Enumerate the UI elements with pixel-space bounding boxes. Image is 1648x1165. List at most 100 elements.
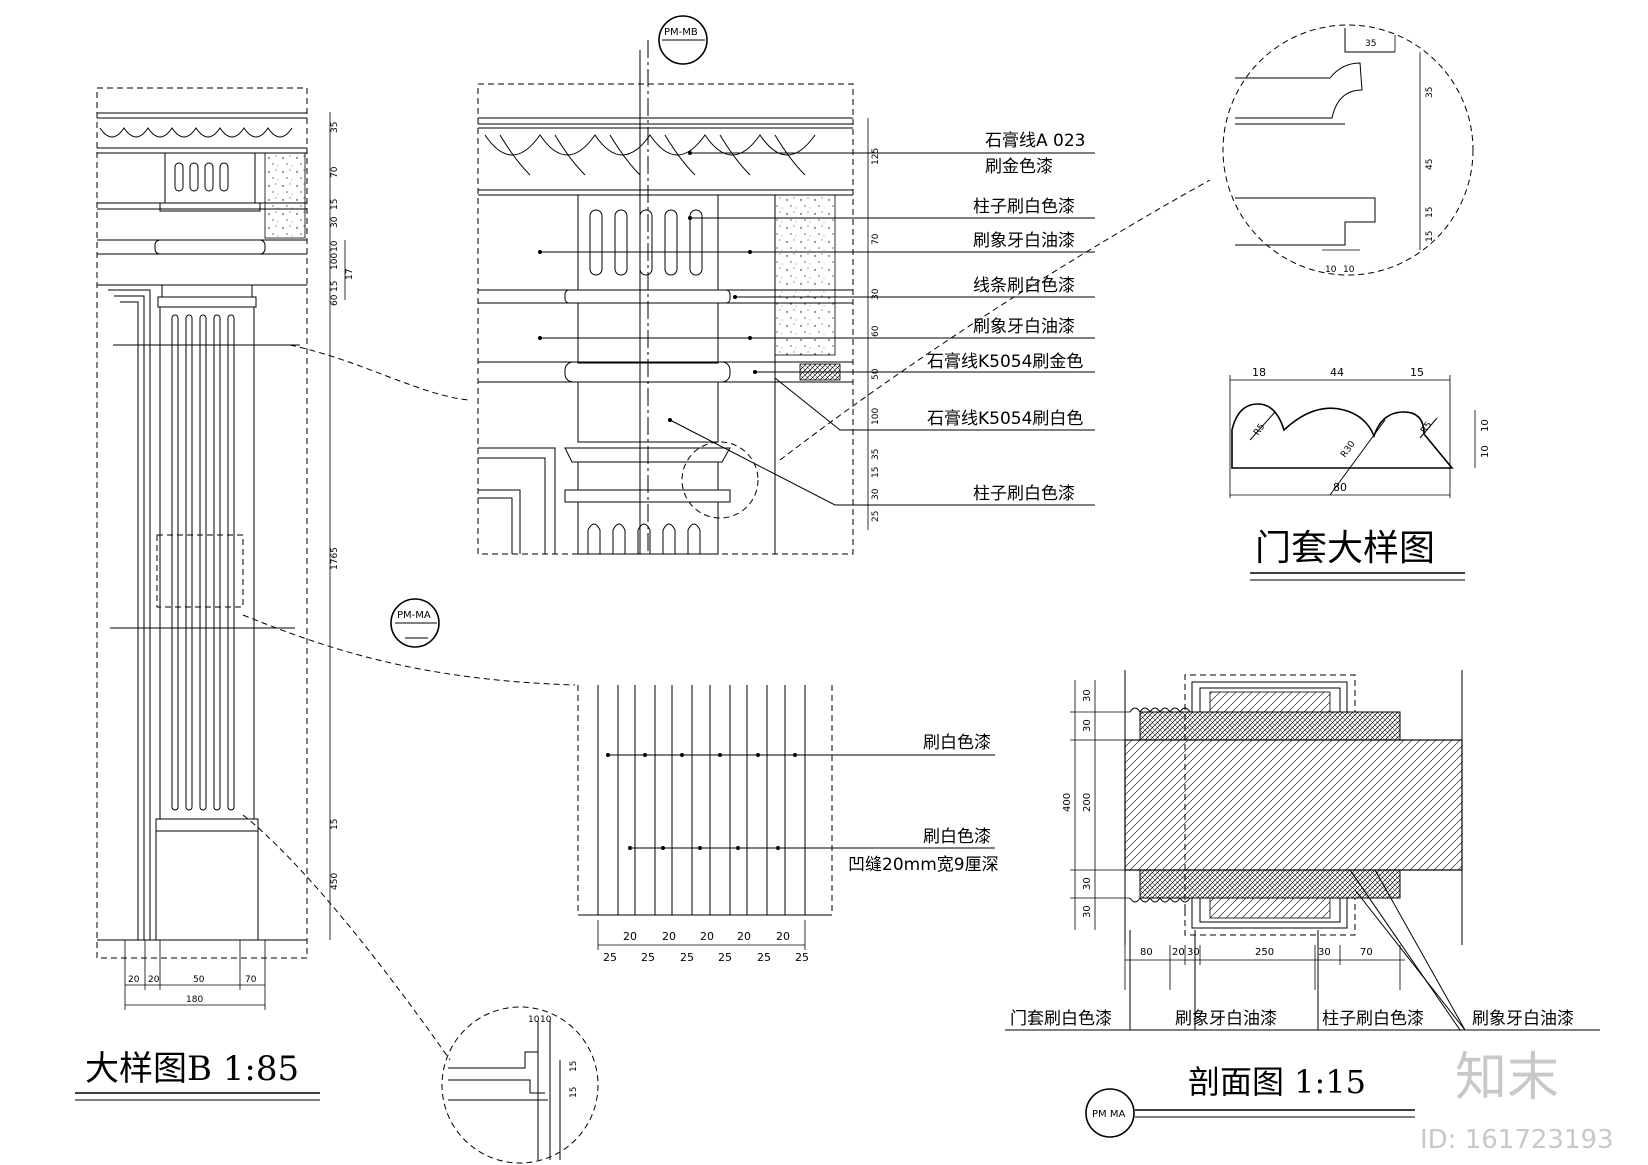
leader-curve <box>779 179 1211 461</box>
base-detail-circle: 10 10 15 15 <box>441 1006 599 1164</box>
dim-text: 10 <box>540 1015 552 1025</box>
dim-text: 44 <box>1330 366 1344 379</box>
dim-text: 60 <box>871 325 881 337</box>
watermark-logo: 知末 <box>1455 1048 1559 1108</box>
dim-text: 25 <box>871 511 881 522</box>
detail-b-title-text: 大样图B 1:85 <box>85 1049 299 1089</box>
dim-text: 15 <box>330 819 340 830</box>
dim-text: 35 <box>871 449 881 460</box>
dim-text: 15 <box>330 199 340 210</box>
leader-curve <box>242 814 451 1061</box>
dim-text: 1765 <box>330 547 340 570</box>
dim-text: 50 <box>193 975 205 985</box>
dim-text: 30 <box>1082 905 1093 918</box>
dim-text: 30 <box>871 288 881 300</box>
dim-text: 80 <box>1140 947 1153 958</box>
main-flutes <box>171 314 235 811</box>
dim-text: 100 <box>330 253 340 270</box>
column-dims-bottom: 20 20 50 70 180 <box>124 940 266 1010</box>
dim-text: 450 <box>330 873 340 890</box>
dim-text: 35 <box>330 122 340 133</box>
door-profile-detail: 18 44 15 10 10 R5 R30 R5 80 <box>1229 366 1491 498</box>
dim-text: 20 <box>700 930 714 943</box>
section-label: 柱子刷白色漆 <box>1322 1009 1424 1029</box>
dim-text: 45 <box>1425 159 1435 170</box>
flute-label: 刷白色漆 <box>923 733 991 753</box>
dim-text: 125 <box>871 148 881 165</box>
dim-text: 30 <box>330 216 340 228</box>
dim-text: 10 <box>1480 445 1491 458</box>
dim-text: 35 <box>1365 39 1376 49</box>
dim-text: 200 <box>1082 793 1093 812</box>
column-elevation <box>96 87 346 959</box>
dim-text: 25 <box>795 951 809 964</box>
dim-text: 20 <box>148 975 160 985</box>
cornice-detail-circle: 35 35 45 15 15 10 10 <box>1222 24 1474 276</box>
dim-text: 70 <box>330 166 340 178</box>
dim-text: 10 <box>528 1015 540 1025</box>
flute-label: 凹缝20mm宽9厘深 <box>848 855 999 875</box>
dim-text: 20 <box>623 930 637 943</box>
flute-detail: 刷白色漆 刷白色漆 凹缝20mm宽9厘深 20 20 20 20 20 25 2… <box>577 685 999 964</box>
dim-text: 10 <box>1480 419 1491 432</box>
leader-curve <box>242 614 576 686</box>
dim-text: 15 <box>1425 207 1435 218</box>
section-label: 门套刷白色漆 <box>1010 1009 1112 1029</box>
dim-text: 15 <box>569 1061 579 1072</box>
detail-b-title: 大样图B 1:85 <box>75 1049 320 1101</box>
column-dims-right: 35 70 15 30 10 100 17 15 60 1765 15 450 <box>330 122 355 890</box>
pm-ma-bottom-marker: PM MA <box>1085 1088 1135 1138</box>
dim-text: 100 <box>871 408 881 425</box>
dim-text: 80 <box>1333 481 1347 494</box>
dim-text: 35 <box>1425 87 1435 98</box>
capital-label: 柱子刷白色漆 <box>973 484 1075 504</box>
leader-curve <box>289 344 469 401</box>
capital-label: 刷金色漆 <box>985 157 1053 177</box>
section-label: 刷象牙白油漆 <box>1175 1009 1277 1029</box>
pm-mb-text: PM-MB <box>664 27 698 38</box>
door-detail-title: 门套大样图 <box>1250 528 1465 581</box>
capital-label: 石膏线A 023 <box>985 130 1085 151</box>
dim-text: 25 <box>603 951 617 964</box>
dim-text: 50 <box>871 368 881 380</box>
dim-text: 30 <box>1318 947 1331 958</box>
pm-ma-marker: PM-MA <box>390 598 440 648</box>
lower-flute-arches <box>587 523 701 554</box>
dim-text: 30 <box>1082 689 1093 702</box>
section-label: 刷象牙白油漆 <box>1472 1009 1574 1029</box>
pm-ma-text: PM-MA <box>397 610 431 621</box>
dim-text: 20 <box>776 930 790 943</box>
section-view: 30 30 200 30 30 400 80 20 30 250 30 70 门… <box>1005 670 1600 1031</box>
capital-dim-labels: 125 70 30 60 50 100 35 15 30 25 <box>871 148 881 522</box>
capital-label: 线条刷白色漆 <box>973 276 1075 296</box>
capital-label: 石膏线K5054刷金色 <box>927 351 1083 372</box>
dim-text: 10 <box>1343 265 1355 275</box>
dim-text: 20 <box>662 930 676 943</box>
capital-label: 柱子刷白色漆 <box>973 197 1075 217</box>
dim-text: 15 <box>871 467 881 478</box>
dim-text: 30 <box>1082 719 1093 732</box>
dim-text: 17 <box>345 269 355 280</box>
dim-text: 60 <box>330 294 340 306</box>
dim-text: 20 <box>128 975 140 985</box>
dim-text: 10 <box>330 240 340 252</box>
upper-flute-slots <box>174 162 229 192</box>
dim-text: 15 <box>569 1087 579 1098</box>
section-title-text: 剖面图 1:15 <box>1188 1063 1366 1101</box>
watermark-id: ID: 161723193 <box>1420 1125 1614 1155</box>
dim-text: 30 <box>871 488 881 500</box>
dim-text: 20 <box>1172 947 1185 958</box>
dim-text: 70 <box>1360 947 1373 958</box>
dim-text: 25 <box>680 951 694 964</box>
dim-text: 30 <box>1187 947 1200 958</box>
dim-text: 15 <box>1410 366 1424 379</box>
dim-text: 15 <box>330 281 340 292</box>
dim-text: 30 <box>1082 877 1093 890</box>
dim-text: 250 <box>1255 947 1274 958</box>
door-detail-title-text: 门套大样图 <box>1255 528 1435 569</box>
pm-mb-marker: PM-MB <box>658 15 708 65</box>
pm-ma-bottom-text: PM MA <box>1092 1109 1125 1120</box>
dim-text: 400 <box>1062 793 1073 812</box>
flute-label: 刷白色漆 <box>923 827 991 847</box>
